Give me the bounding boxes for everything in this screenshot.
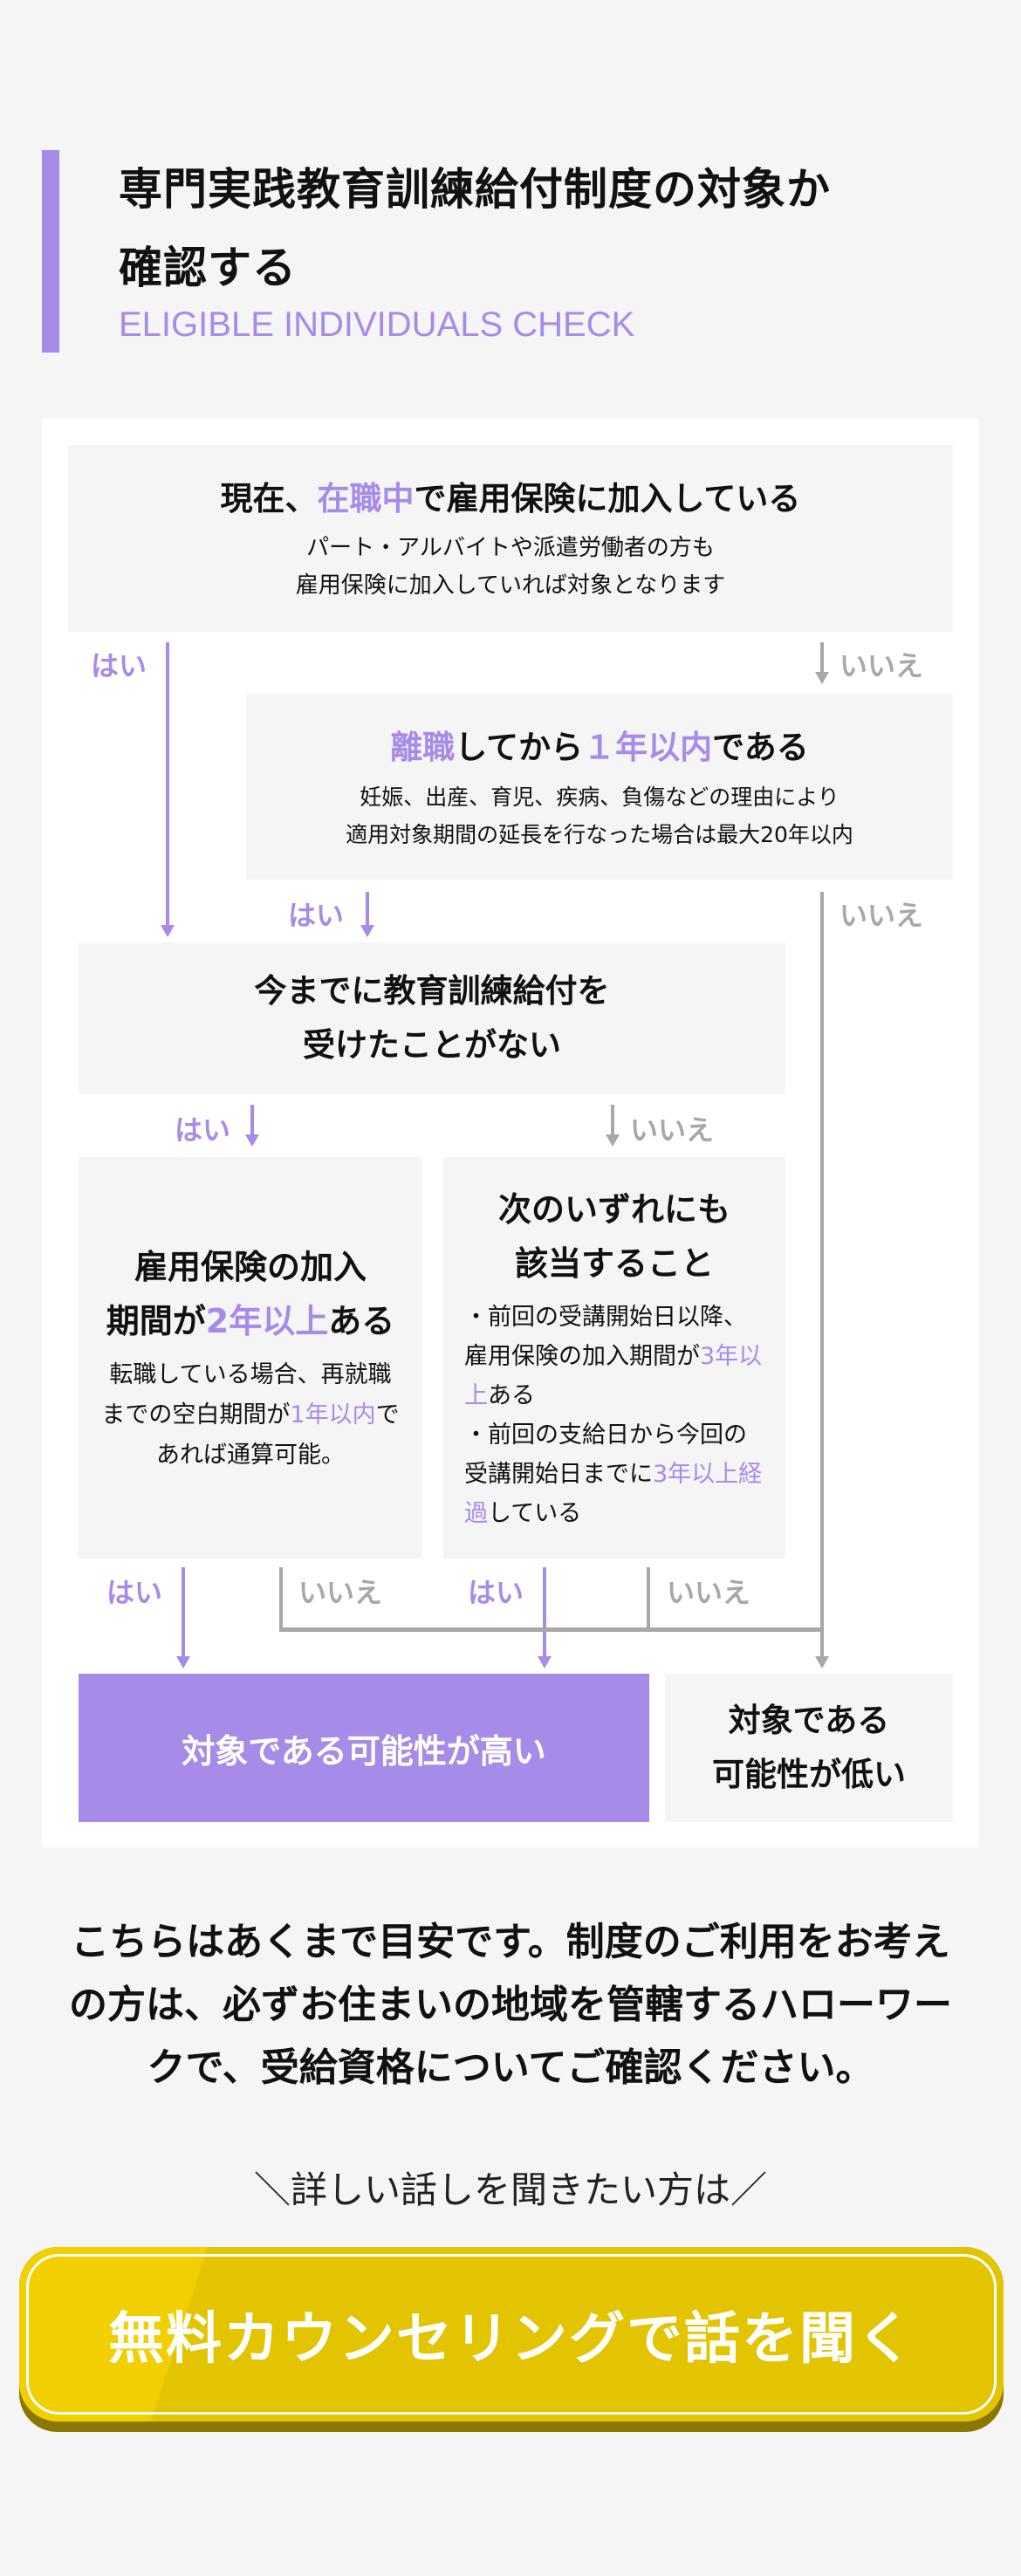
- q3-yes-label: はい: [175, 1113, 231, 1147]
- arrow-down-icon: [360, 925, 374, 937]
- arrow-down-icon: [606, 1134, 620, 1147]
- question-repeat-conditions: 次のいずれにも 該当すること ・前回の受講開始日以降、雇用保険の加入期間が3年以…: [443, 1157, 785, 1559]
- question-insured-2-years: 雇用保険の加入 期間が2年以上ある 転職している場合、再就職までの空白期間が1年…: [79, 1157, 422, 1559]
- q1-no-connector: [820, 642, 824, 674]
- q2-yes-connector: [366, 892, 369, 927]
- q4b-no-connector: [647, 1567, 650, 1632]
- result-high-likelihood: 対象である可能性が高い: [79, 1674, 649, 1822]
- q4a-yes-label: はい: [106, 1576, 163, 1609]
- q2-no-connector: [820, 892, 824, 1658]
- arrow-down-icon: [245, 1134, 259, 1147]
- q1-yes-connector: [166, 642, 169, 927]
- disclaimer-text: こちらはあくまで目安です。制度のご利用をお考えの方は、必ずお住まいの地域を管轄す…: [69, 1920, 952, 2090]
- arrow-down-icon: [815, 1656, 829, 1668]
- arrow-down-icon: [815, 672, 829, 684]
- q4a-no-connector: [279, 1567, 283, 1632]
- q2-no-label: いいえ: [839, 899, 924, 932]
- heading-accent-bar: [42, 150, 59, 353]
- question-note: ・前回の受講開始日以降、雇用保険の加入期間が3年以上ある ・前回の支給日から今回…: [464, 1298, 764, 1533]
- q1-no-label: いいえ: [839, 649, 924, 682]
- question-no-prior-benefit: 今までに教育訓練給付を 受けたことがない: [79, 942, 785, 1094]
- cta-lead-text: ＼詳しい話しを聞きたい方は／: [253, 2168, 767, 2211]
- question-employed-insured: 現在、在職中で雇用保険に加入している パート・アルバイトや派遣労働者の方も 雇用…: [68, 445, 953, 632]
- button-face: [19, 2247, 1004, 2422]
- q4a-yes-connector: [182, 1567, 185, 1658]
- condition-item: ・前回の支給日から今回の受講開始日までに3年以上経過している: [464, 1422, 763, 1527]
- question-note: パート・アルバイトや派遣労働者の方も 雇用保険に加入していれば対象となります: [295, 535, 726, 599]
- q2-yes-label: はい: [288, 899, 345, 932]
- button-label: 無料カウンセリングで話を聞く: [108, 2307, 915, 2372]
- q3-yes-connector: [250, 1105, 254, 1138]
- page-subtitle: ELIGIBLE INDIVIDUALS CHECK: [119, 305, 635, 344]
- page-title-line1: 専門実践教育訓練給付制度の対象か: [119, 164, 831, 215]
- result-low-likelihood: 対象である 可能性が低い: [665, 1674, 953, 1822]
- page-title: 専門実践教育訓練給付制度の対象か 確認する: [119, 150, 991, 307]
- button-inner-border: [26, 2254, 997, 2415]
- question-title: 今までに教育訓練給付を 受けたことがない: [254, 972, 610, 1064]
- condition-item: ・前回の受講開始日以降、雇用保険の加入期間が3年以上ある: [464, 1304, 763, 1409]
- question-title: 離職してから１年以内である: [390, 728, 809, 766]
- arrow-down-icon: [176, 1656, 190, 1668]
- page-title-line2: 確認する: [119, 243, 297, 293]
- q4b-yes-label: はい: [468, 1576, 524, 1609]
- q4b-no-label: いいえ: [667, 1576, 751, 1609]
- question-title: 次のいずれにも 該当すること: [497, 1190, 730, 1283]
- arrow-down-icon: [161, 925, 175, 937]
- q4b-yes-connector: [543, 1567, 546, 1658]
- q3-no-label: いいえ: [630, 1113, 715, 1147]
- question-note: 妊娠、出産、育児、疾病、負傷などの理由により 適用対象期間の延長を行なった場合は…: [346, 784, 853, 847]
- arrow-down-icon: [538, 1656, 552, 1668]
- question-note: 転職している場合、再就職までの空白期間が1年以内であれば通算可能。: [101, 1361, 400, 1469]
- q4a-no-label: いいえ: [298, 1576, 383, 1609]
- question-title: 雇用保険の加入 期間が2年以上ある: [106, 1248, 395, 1340]
- question-title: 現在、在職中で雇用保険に加入している: [220, 480, 801, 517]
- question-left-within-year: 離職してから１年以内である 妊娠、出産、育児、疾病、負傷などの理由により 適用対…: [246, 694, 953, 880]
- no-branch-collector-line: [279, 1627, 824, 1632]
- free-counseling-button[interactable]: 無料カウンセリングで話を聞く: [19, 2247, 1004, 2432]
- q3-no-connector: [611, 1105, 614, 1138]
- q1-yes-label: はい: [91, 649, 147, 682]
